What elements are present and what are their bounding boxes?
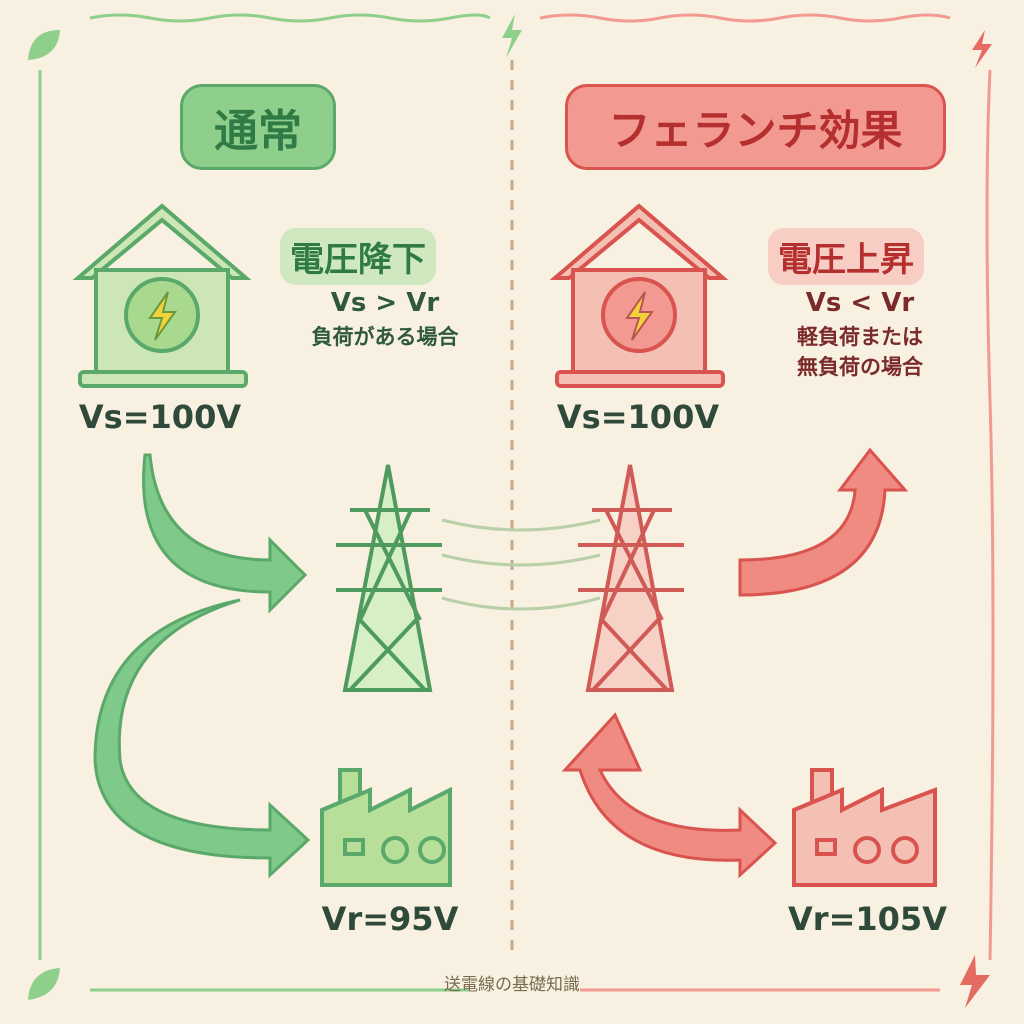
ferranti-title: フェランチ効果 xyxy=(608,105,903,155)
lightning-icon xyxy=(960,955,990,1008)
footer-caption: 送電線の基礎知識 xyxy=(444,975,580,995)
condition-right-1: 軽負荷または xyxy=(797,325,923,349)
power-flow-arrow xyxy=(142,453,308,614)
leaf-icon xyxy=(28,968,60,1000)
lightning-icon xyxy=(502,14,522,58)
condition-left: 負荷がある場合 xyxy=(311,325,459,349)
power-flow-arrow xyxy=(738,447,909,597)
sending-voltage-left: Vs=100V xyxy=(78,398,242,436)
transmission-tower-icon xyxy=(578,464,684,692)
ferranti-title-badge: フェランチ効果 xyxy=(565,84,946,170)
factory-icon xyxy=(792,768,937,887)
house-icon xyxy=(72,203,252,388)
leaf-icon xyxy=(28,30,60,60)
lightning-icon xyxy=(972,30,992,68)
receiving-voltage-left: Vr=95V xyxy=(321,900,459,938)
voltage-rise-label: 電圧上昇 xyxy=(768,228,924,285)
relation-left: Vs > Vr xyxy=(330,288,440,318)
house-icon xyxy=(549,203,729,388)
power-flow-arrow xyxy=(561,712,778,879)
normal-title-badge: 通常 xyxy=(180,84,336,170)
power-flow-arrow xyxy=(93,598,311,879)
sending-voltage-right: Vs=100V xyxy=(556,398,720,436)
relation-right: Vs < Vr xyxy=(805,288,915,318)
normal-title: 通常 xyxy=(214,106,302,157)
voltage-drop-label: 電圧降下 xyxy=(280,228,436,285)
transmission-tower-icon xyxy=(336,464,601,692)
receiving-voltage-right: Vr=105V xyxy=(788,900,947,938)
factory-icon xyxy=(320,768,452,887)
condition-right-2: 無負荷の場合 xyxy=(797,355,923,379)
